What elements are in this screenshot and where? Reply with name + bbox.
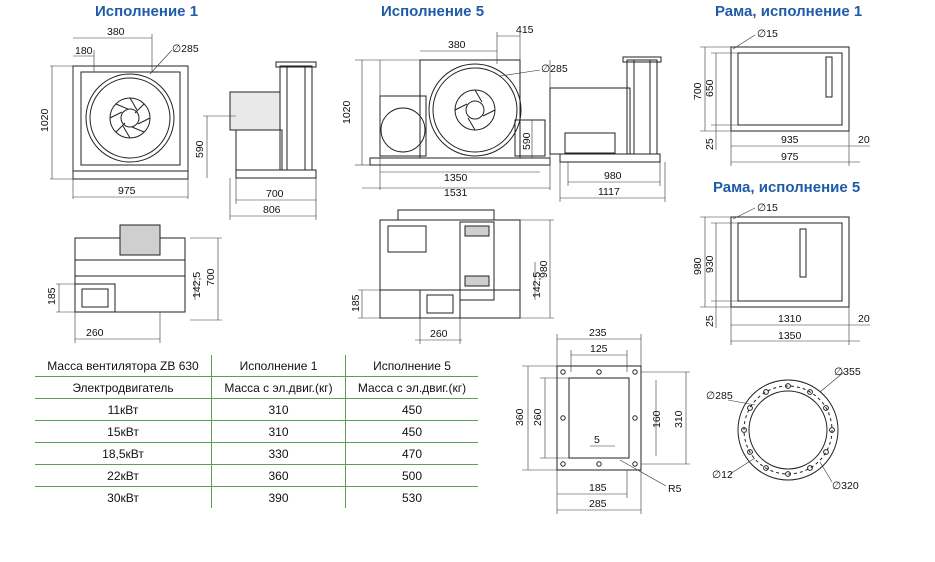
table-cell: 11кВт: [35, 398, 212, 421]
i1-top-dim-142: 142,5: [191, 272, 203, 298]
rect-flange-dim-160: 160: [651, 410, 663, 428]
i5-front-view: [355, 32, 551, 190]
table-cell: 310: [211, 420, 346, 443]
frame1-dim-25: 25: [704, 138, 716, 150]
heading-ispolnenie-5: Исполнение 5: [381, 3, 485, 20]
table-cell: 450: [345, 420, 478, 443]
frame1-dim-20: 20: [858, 134, 870, 146]
table-subheader-row: Электродвигатель Масса с эл.двиг.(кг) Ма…: [35, 376, 478, 399]
i5-front-dim-1020: 1020: [341, 100, 353, 124]
table-cell: 30кВт: [35, 486, 212, 508]
i5-side-dim-1117: 1117: [598, 186, 620, 198]
frame1-dim-935: 935: [781, 134, 799, 146]
frame5-dim-930: 930: [704, 255, 716, 273]
round-flange-dim-dia355: ∅355: [834, 366, 861, 378]
table-subheader-cell: Электродвигатель: [35, 376, 212, 399]
frame5-dim-980: 980: [692, 257, 704, 275]
frame5-dim-20: 20: [858, 313, 870, 325]
i1-front-dim-180: 180: [75, 45, 93, 57]
i5-front-dim-1531: 1531: [444, 187, 468, 199]
i1-side-dim-590: 590: [194, 140, 206, 158]
frame5-dim-25: 25: [704, 315, 716, 327]
frame5-view: [700, 207, 870, 345]
table-cell: 500: [345, 464, 478, 487]
i5-top-dim-260: 260: [430, 328, 448, 340]
table-header-cell: Исполнение 5: [345, 355, 478, 377]
frame1-dim-650: 650: [704, 79, 716, 97]
table-header-cell: Исполнение 1: [211, 355, 346, 377]
i1-side-view: [203, 61, 317, 220]
table-cell: 330: [211, 442, 346, 465]
table-row: 30кВт 390 530: [35, 486, 478, 508]
round-flange-dim-dia285: ∅285: [706, 390, 733, 402]
frame1-dim-700: 700: [692, 82, 704, 100]
frame1-dim-dia15: ∅15: [757, 28, 778, 40]
table-header-cell: Масса вентилятора ZB 630: [47, 358, 199, 373]
table-cell: 470: [345, 442, 478, 465]
heading-rama-ispolnenie-5: Рама, исполнение 5: [713, 179, 861, 196]
rect-flange-dim-185: 185: [589, 482, 607, 494]
table-cell: 390: [211, 486, 346, 508]
i1-side-dim-806: 806: [263, 204, 281, 216]
i1-front-dim-dia285: ∅285: [172, 43, 199, 55]
table-row: 11кВт 310 450: [35, 398, 478, 421]
table-cell: 22кВт: [35, 464, 212, 487]
table-row: 15кВт 310 450: [35, 420, 478, 443]
rect-flange-dim-r5: R5: [668, 483, 682, 495]
round-flange-dim-dia12: ∅12: [712, 469, 733, 481]
table-row: 18,5кВт 330 470: [35, 442, 478, 465]
frame1-view: [700, 34, 870, 166]
round-flange-dim-dia320: ∅320: [832, 480, 859, 492]
table-subheader-cell: Масса с эл.двиг.(кг): [345, 376, 478, 399]
table-cell: 18,5кВт: [35, 442, 212, 465]
mass-table: Масса вентилятора ZB 630 Исполнение 1 Ис…: [35, 355, 478, 508]
table-cell: 450: [345, 398, 478, 421]
i5-front-dim-380: 380: [448, 39, 466, 51]
i5-front-dim-415: 415: [516, 24, 534, 36]
rect-flange-dim-260: 260: [532, 408, 544, 426]
i5-top-dim-980: 980: [538, 260, 550, 278]
i1-front-view: [50, 34, 189, 199]
i5-top-dim-142: 142,5: [531, 272, 543, 298]
heading-ispolnenie-1: Исполнение 1: [95, 3, 199, 20]
frame1-dim-975: 975: [781, 151, 799, 163]
frame5-dim-1350: 1350: [778, 330, 802, 342]
table-row: 22кВт 360 500: [35, 464, 478, 487]
i1-top-dim-260: 260: [86, 327, 104, 339]
rect-flange-dim-310: 310: [673, 410, 685, 428]
i5-side-view: [549, 56, 666, 202]
table-cell: 15кВт: [35, 420, 212, 443]
i5-side-dim-980: 980: [604, 170, 622, 182]
table-cell: 530: [345, 486, 478, 508]
i1-side-dim-700: 700: [266, 188, 284, 200]
rect-flange-dim-285: 285: [589, 498, 607, 510]
bolt-holes: [741, 383, 835, 477]
i5-top-view: [358, 209, 554, 344]
table-header-row: Масса вентилятора ZB 630 Исполнение 1 Ис…: [35, 355, 478, 377]
i1-front-dim-380: 380: [107, 26, 125, 38]
rect-flange-dim-125: 125: [590, 343, 608, 355]
rect-flange-dim-235: 235: [589, 327, 607, 339]
i1-front-dim-975: 975: [118, 185, 136, 197]
frame5-dim-dia15: ∅15: [757, 202, 778, 214]
i1-top-dim-700: 700: [205, 268, 217, 286]
heading-rama-ispolnenie-1: Рама, исполнение 1: [715, 3, 863, 20]
table-cell: 360: [211, 464, 346, 487]
rect-flange-dim-360: 360: [514, 408, 526, 426]
i5-top-dim-185: 185: [350, 294, 362, 312]
i1-front-dim-1020: 1020: [39, 108, 51, 132]
i5-front-dim-dia285: ∅285: [541, 63, 568, 75]
round-flange-view: [727, 371, 845, 483]
rect-flange-dim-5: 5: [594, 434, 600, 446]
table-subheader-cell: Масса с эл.двиг.(кг): [211, 376, 346, 399]
i5-front-dim-1350: 1350: [444, 172, 468, 184]
i5-front-dim-590: 590: [521, 132, 533, 150]
i1-top-view: [56, 224, 222, 343]
i1-top-dim-185: 185: [46, 287, 58, 305]
rect-flange-view: [522, 334, 690, 514]
table-cell: 310: [211, 398, 346, 421]
frame5-dim-1310: 1310: [778, 313, 802, 325]
